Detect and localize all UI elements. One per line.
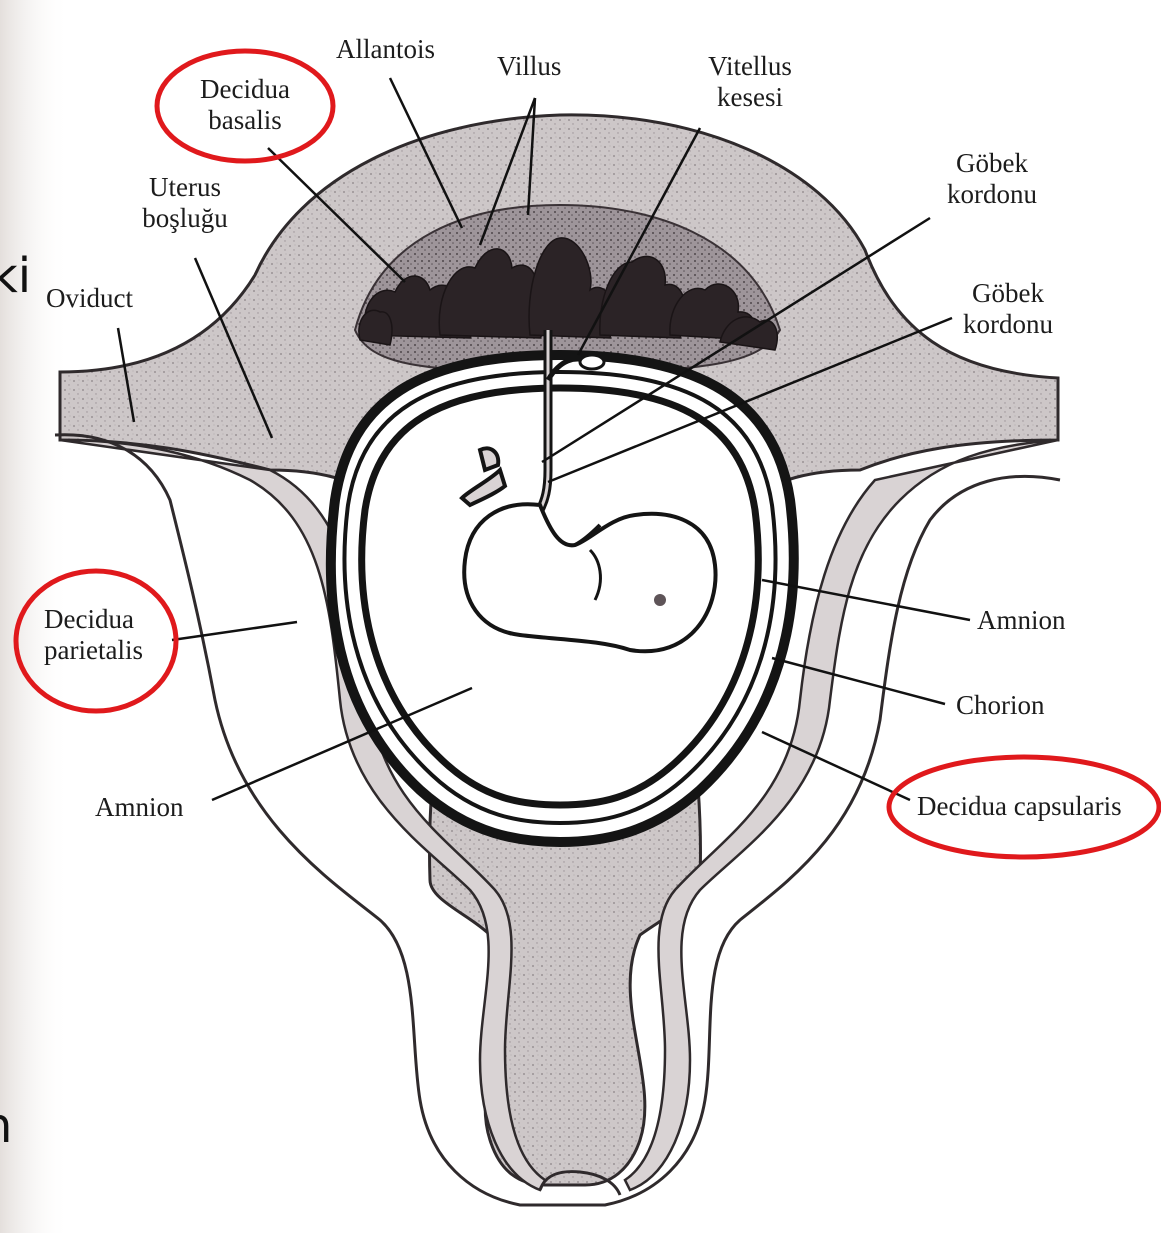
label-uterus-boslugu: Uterus boşluğu	[136, 172, 234, 234]
yolk-sac	[580, 355, 604, 369]
label-decidua-basalis: Decidua basalis	[200, 74, 290, 136]
label-chorion: Chorion	[956, 690, 1045, 721]
label-oviduct: Oviduct	[46, 283, 133, 314]
leader-chorion	[772, 658, 945, 704]
label-gobek-kordonu-1: Göbek kordonu	[940, 148, 1044, 210]
label-gobek-kordonu-2: Göbek kordonu	[956, 278, 1060, 340]
leader-decidua-parietalis	[172, 622, 297, 640]
label-amnion-right: Amnion	[977, 605, 1066, 636]
label-vitellus-kesesi: Vitellus kesesi	[702, 51, 798, 113]
label-decidua-capsularis: Decidua capsularis	[917, 791, 1122, 822]
label-villus: Villus	[497, 51, 561, 82]
edge-text-fragment-top: ki	[0, 248, 31, 304]
edge-text-fragment-bottom: n	[0, 1098, 12, 1154]
label-decidua-parietalis: Decidua parietalis	[44, 604, 143, 666]
label-amnion-left: Amnion	[95, 792, 184, 823]
label-allantois: Allantois	[336, 34, 435, 65]
